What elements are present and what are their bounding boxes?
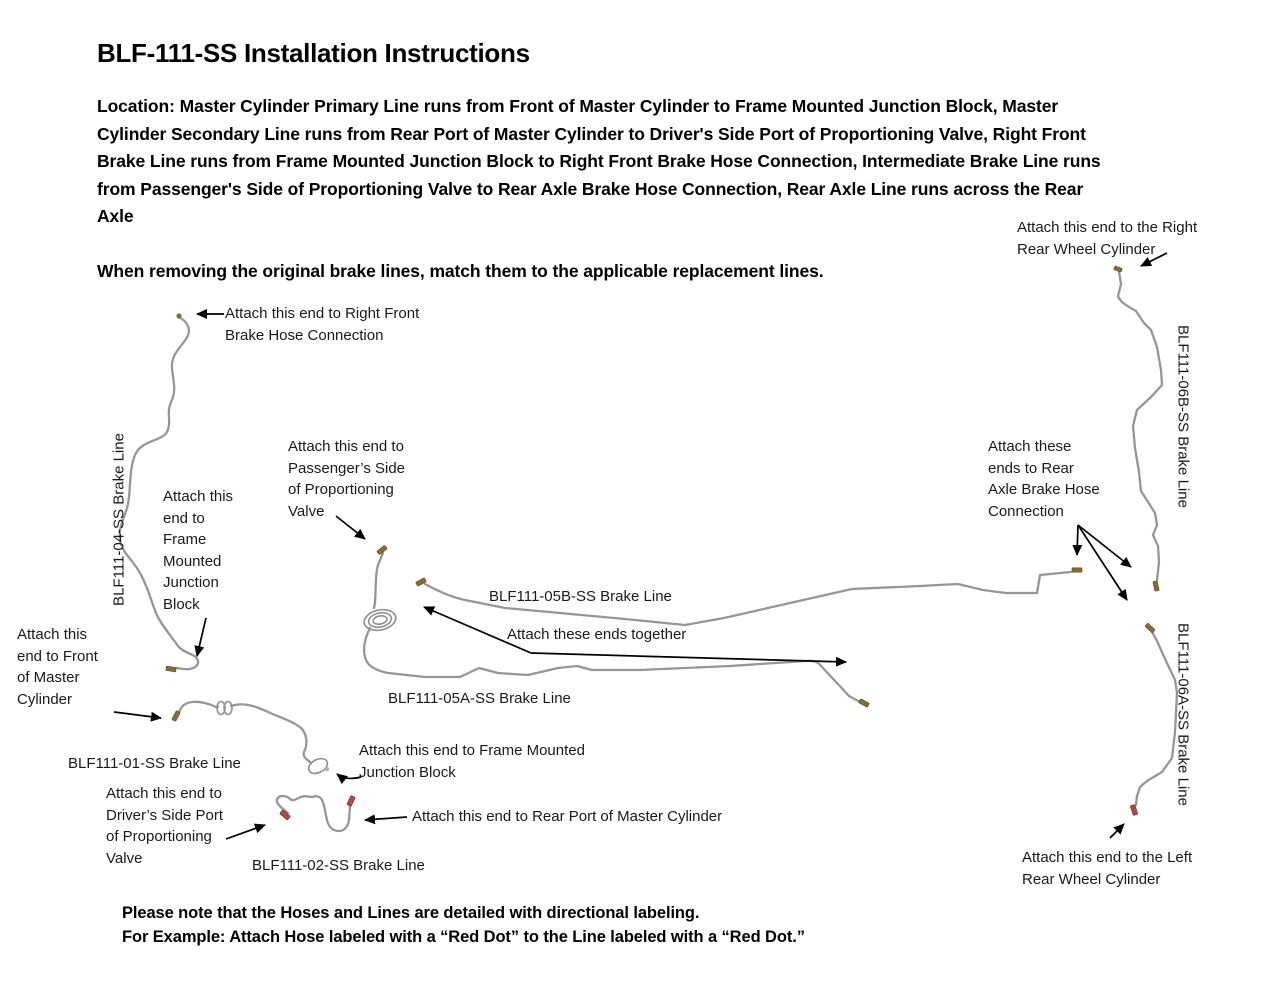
label-blf111-05b: BLF111-05B-SS Brake Line (489, 588, 672, 605)
red-fitting (279, 810, 291, 820)
callout-frame-junction-left: Attach this end to Frame Mounted Junctio… (163, 488, 234, 613)
blf111-06b-line (1113, 265, 1164, 592)
line-coil (372, 615, 388, 625)
callout-right-rear-wheel: Attach this end to the Right Rear Wheel … (1017, 219, 1198, 258)
callout-arrow (113, 711, 162, 722)
dark-fitting (171, 710, 181, 722)
callout-arrow (194, 617, 207, 657)
callout-arrow (225, 823, 266, 840)
brass-fitting (858, 698, 870, 708)
brass-fitting (1144, 623, 1156, 633)
label-blf111-06a: BLF111-06A-SS Brake Line (1174, 623, 1192, 806)
red-fitting (346, 795, 356, 807)
callout-front-master-cylinder: Attach this end to Front of Master Cylin… (17, 626, 98, 708)
label-blf111-02: BLF111-02-SS Brake Line (252, 857, 425, 874)
callout-driver-prop-valve: Attach this end to Driver’s Side Port of… (106, 785, 223, 867)
label-blf111-01: BLF111-01-SS Brake Line (68, 755, 241, 772)
junction-loop (307, 757, 329, 775)
brass-fitting (1071, 567, 1083, 573)
callout-arrow (1077, 524, 1128, 601)
label-blf111-05a: BLF111-05A-SS Brake Line (388, 690, 571, 707)
brass-fitting (415, 577, 427, 587)
callout-passenger-prop-valve: Attach this end to Passenger’s Side of P… (288, 438, 406, 520)
label-blf111-06b: BLF111-06B-SS Brake Line (1174, 325, 1192, 508)
loop-fitting (324, 766, 330, 772)
brass-fitting (165, 665, 177, 673)
blf111-05b-line (415, 567, 1083, 627)
callout-arrows (113, 252, 1168, 840)
match-note: When removing the original brake lines, … (97, 261, 824, 281)
directional-labeling-note: Please note that the Hoses and Lines are… (122, 904, 805, 946)
brass-fitting (1113, 265, 1123, 273)
red-fitting (1130, 804, 1138, 816)
brass-fitting (1152, 580, 1160, 592)
callout-arrow (1072, 524, 1083, 556)
callout-arrow (530, 652, 847, 667)
callout-arrow (364, 814, 408, 825)
location-paragraph: Location: Master Cylinder Primary Line r… (97, 96, 1101, 226)
callout-arrow (423, 606, 532, 654)
label-blf111-04: BLF111-04-SS Brake Line (110, 433, 128, 606)
callout-rear-axle-hose: Attach these ends to Rear Axle Brake Hos… (988, 438, 1100, 520)
blf111-02-line (275, 794, 356, 833)
callout-left-rear-wheel: Attach this end to the Left Rear Wheel C… (1022, 849, 1193, 888)
callout-arrow (1077, 524, 1132, 568)
callout-frame-junction-bottom: Attach this end to Frame Mounted Junctio… (359, 742, 585, 781)
brass-fitting (176, 313, 182, 319)
line-coil (216, 700, 226, 716)
callout-ends-together: Attach these ends together (507, 626, 687, 643)
brass-fitting (376, 545, 388, 555)
line-coil (223, 700, 233, 716)
callout-arrow (336, 773, 362, 785)
callout-arrow (335, 515, 366, 540)
page-title: BLF-111-SS Installation Instructions (97, 38, 530, 68)
callout-rear-port-master-cylinder: Attach this end to Rear Port of Master C… (412, 808, 723, 825)
line-coil (363, 608, 397, 632)
blf111-04-line (118, 313, 200, 673)
callout-arrow (1140, 252, 1168, 267)
blf111-06a-line (1130, 623, 1179, 816)
blf111-01-line (171, 700, 330, 775)
callout-arrow (1109, 823, 1125, 839)
callout-right-front-hose: Attach this end to Right Front Brake Hos… (225, 305, 420, 344)
line-coil (367, 611, 393, 629)
